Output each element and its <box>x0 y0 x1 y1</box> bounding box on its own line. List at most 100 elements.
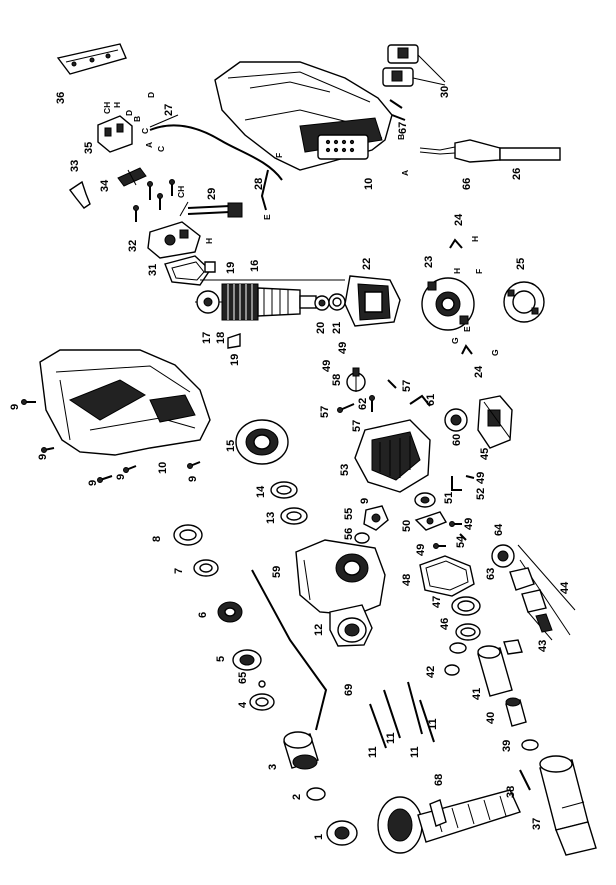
letter-B-2: B <box>396 134 406 140</box>
part-2-circlip <box>306 787 326 801</box>
part-31-gasket <box>164 255 211 286</box>
part-65-ball <box>258 680 266 688</box>
part-59-gear-housing <box>295 539 386 616</box>
label-3: 3 <box>267 764 279 770</box>
label-28: 28 <box>253 178 265 190</box>
part-10-upper-housing <box>214 61 393 171</box>
screws-49-middle <box>433 475 475 549</box>
letter-B-1: B <box>132 116 142 122</box>
label-17: 17 <box>201 332 213 344</box>
label-66: 66 <box>461 178 473 190</box>
label-40: 40 <box>485 712 497 724</box>
label-59: 59 <box>271 566 283 578</box>
label-57c: 57 <box>351 420 363 432</box>
part-11-pins <box>369 681 435 749</box>
label-54: 54 <box>455 535 467 548</box>
letter-D-1: D <box>124 110 134 116</box>
label-39: 39 <box>501 740 513 752</box>
label-11c: 11 <box>409 746 421 758</box>
letter-A-1: A <box>144 142 154 148</box>
letter-H-1: H <box>112 102 122 108</box>
label-51: 51 <box>443 492 455 504</box>
label-46: 46 <box>439 618 451 630</box>
part-44-spindle <box>491 544 576 641</box>
label-36: 36 <box>55 92 67 104</box>
label-42: 42 <box>425 666 437 678</box>
label-24b: 24 <box>473 365 485 378</box>
label-48: 48 <box>401 574 413 586</box>
part-52-bracket <box>451 476 462 491</box>
part-1-cap <box>326 820 358 846</box>
letter-F-1: F <box>274 153 284 158</box>
label-9a: 9 <box>9 404 21 410</box>
part-30-brush-holders <box>382 44 446 87</box>
part-35-switch <box>97 114 283 181</box>
part-60-gear <box>444 408 468 432</box>
label-9c: 9 <box>87 480 99 486</box>
part-15-bearing-housing <box>235 419 289 465</box>
part-66-power-cord <box>419 139 561 163</box>
wire-letter-labels: CH H B D C A D C F E CH H B A H H F E G … <box>102 92 500 356</box>
part-53-gear-housing <box>354 419 431 493</box>
part-12-collar <box>329 604 373 647</box>
label-50: 50 <box>401 520 413 532</box>
part-50-plate <box>414 511 448 531</box>
label-11a: 11 <box>367 746 379 758</box>
label-7: 7 <box>173 568 185 574</box>
part-34-trigger <box>117 167 147 187</box>
letter-E-1: E <box>262 214 272 220</box>
part-20-21-bearings <box>314 293 346 311</box>
label-49a: 49 <box>321 360 333 372</box>
part-42-ring <box>444 664 460 676</box>
label-18: 18 <box>215 332 227 344</box>
label-45: 45 <box>479 448 491 460</box>
part-8-washer <box>173 524 203 546</box>
label-53: 53 <box>339 464 351 476</box>
part-69-rod <box>251 569 328 731</box>
label-9b: 9 <box>37 454 49 460</box>
label-47: 47 <box>431 596 443 608</box>
label-5: 5 <box>215 656 227 662</box>
part-38-pin <box>519 769 531 791</box>
label-49d: 49 <box>463 518 475 530</box>
part-6-gear <box>217 601 243 623</box>
label-44: 44 <box>559 581 571 594</box>
letter-G-2: G <box>490 349 500 356</box>
label-22: 22 <box>361 258 373 270</box>
label-11d: 11 <box>427 718 439 730</box>
label-60: 60 <box>451 434 463 446</box>
label-62: 62 <box>357 398 369 410</box>
part-48-gasket <box>419 555 475 597</box>
letter-H-2: H <box>204 238 214 244</box>
label-10a: 10 <box>363 178 375 190</box>
label-9f: 9 <box>359 498 371 504</box>
part-39-washer <box>521 739 539 751</box>
label-9d: 9 <box>115 474 127 480</box>
label-55: 55 <box>343 508 355 520</box>
part-36-cover <box>56 43 127 75</box>
letter-A-2: A <box>400 170 410 176</box>
label-67: 67 <box>397 122 409 134</box>
label-52: 52 <box>475 488 487 500</box>
label-19a: 19 <box>225 262 237 274</box>
letter-CH-1: CH <box>102 102 112 114</box>
label-65: 65 <box>237 672 249 684</box>
label-27: 27 <box>163 104 175 116</box>
label-61: 61 <box>425 394 437 406</box>
part-3-sleeve <box>283 731 319 770</box>
screws-49-upper <box>133 179 175 222</box>
part-47-washer <box>451 596 481 616</box>
label-16: 16 <box>249 260 261 272</box>
label-4: 4 <box>237 701 249 708</box>
label-63: 63 <box>485 568 497 580</box>
label-49c: 49 <box>475 472 487 484</box>
part-29-cable <box>179 201 243 218</box>
label-43: 43 <box>537 640 549 652</box>
part-labels: 36 30 67 10 26 66 27 35 34 33 28 29 32 3… <box>9 86 571 840</box>
part-14-washer <box>270 481 298 499</box>
label-58: 58 <box>331 374 343 386</box>
part-7-washer <box>193 559 219 577</box>
label-64: 64 <box>493 523 505 536</box>
letter-E-2: E <box>462 326 472 332</box>
